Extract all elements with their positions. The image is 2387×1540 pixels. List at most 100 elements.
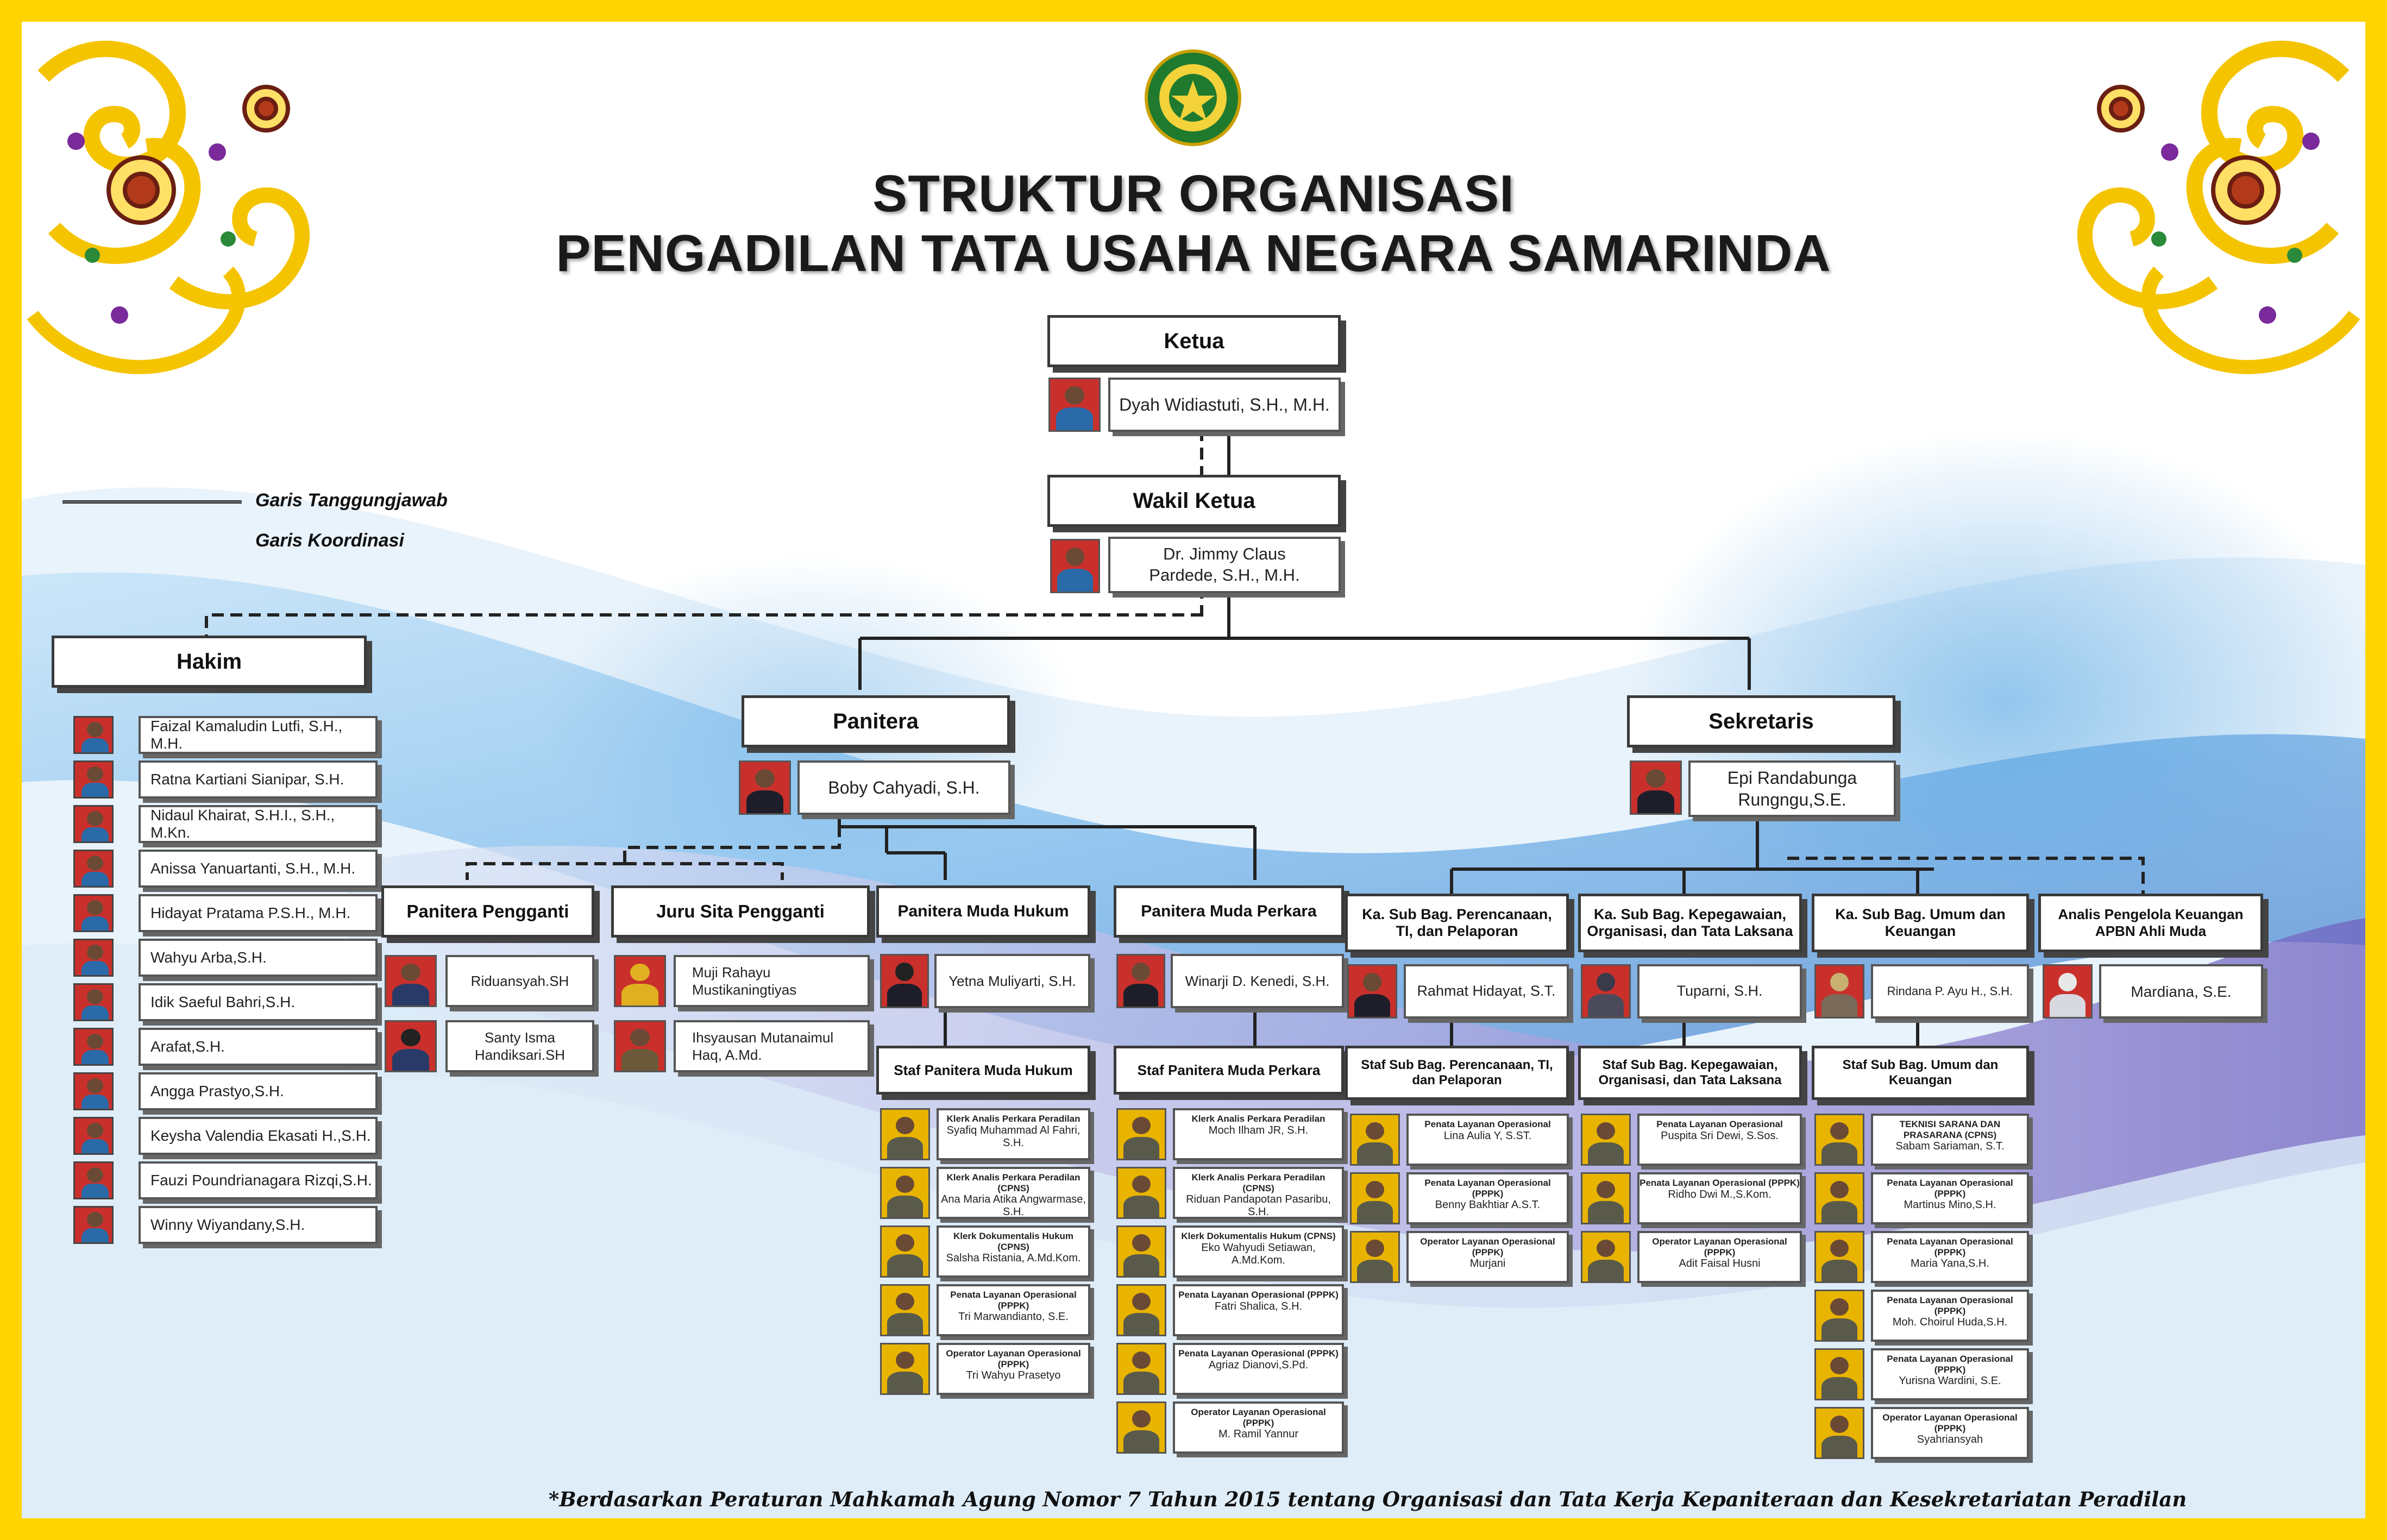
staff-name: Moh. Choirul Huda,S.H. xyxy=(1892,1316,2008,1329)
sekretaris-name-line-2: Rungngu,S.E. xyxy=(1738,790,1846,809)
staff-photo xyxy=(1814,1231,1864,1283)
staff-photo xyxy=(1814,1290,1864,1342)
staff-photo xyxy=(1814,1114,1864,1166)
hakim-photo xyxy=(73,716,114,754)
staff-card: Operator Layanan Operasional (PPPK)M. Ra… xyxy=(1173,1401,1344,1454)
hakim-row: Idik Saeful Bahri,S.H. xyxy=(73,983,388,1021)
hakim-row: Anissa Yanuartanti, S.H., M.H. xyxy=(73,850,388,888)
kasub-kepegawaian-name: Tuparni, S.H. xyxy=(1637,964,1802,1019)
staff-photo xyxy=(1350,1114,1400,1166)
pm-hukum-photo xyxy=(880,954,929,1008)
kasub-kepegawaian-staff-title: Staf Sub Bag. Kepegawaian, Organisasi, d… xyxy=(1578,1046,1802,1100)
pp-name-1-line-1: Riduansyah.SH xyxy=(470,972,569,989)
staff-card: Penata Layanan Operasional (PPPK)Ridho D… xyxy=(1637,1172,1802,1224)
staff-role: Klerk Analis Perkara Peradilan (CPNS) xyxy=(946,1172,1081,1193)
kasub-umum-photo xyxy=(1814,964,1864,1019)
staff-role: Klerk Dokumentalis Hukum (CPNS) xyxy=(1181,1231,1336,1241)
kasub-umum-title: Ka. Sub Bag. Umum dan Keuangan xyxy=(1812,894,2029,952)
pm-hukum-name: Yetna Muliyarti, S.H. xyxy=(934,954,1090,1008)
pm-perkara-name: Winarji D. Kenedi, S.H. xyxy=(1171,954,1344,1008)
pm-perkara-photo xyxy=(1116,954,1165,1008)
staff-card: Penata Layanan Operasional (PPPK)Maria Y… xyxy=(1871,1231,2029,1283)
staff-photo xyxy=(1116,1225,1166,1278)
kasub-kepegawaian-photo xyxy=(1581,964,1631,1019)
wakil-name-line-2: Pardede, S.H., M.H. xyxy=(1149,565,1300,584)
staff-name: Agriaz Dianovi,S.Pd. xyxy=(1208,1359,1309,1371)
staff-role: Operator Layanan Operasional (PPPK) xyxy=(1652,1236,1787,1258)
staff-card: Penata Layanan Operasional (PPPK)Martinu… xyxy=(1871,1172,2029,1224)
kasub-perencanaan-title-line-2: TI, dan Pelaporan xyxy=(1396,923,1518,939)
staff-photo xyxy=(1581,1172,1631,1224)
staff-photo xyxy=(1350,1231,1400,1283)
staff-photo xyxy=(1116,1401,1166,1454)
pp-name-1: Riduansyah.SH xyxy=(445,955,594,1007)
sekretaris-photo xyxy=(1630,760,1682,815)
staff-role: Penata Layanan Operasional (PPPK) xyxy=(1178,1290,1339,1300)
staff-card: Klerk Analis Perkara Peradilan (CPNS)Ana… xyxy=(937,1167,1090,1219)
panitera-photo xyxy=(739,760,791,815)
analis-keuangan-title: Analis Pengelola Keuangan APBN Ahli Muda xyxy=(2038,894,2263,952)
staff-photo xyxy=(1581,1231,1631,1283)
wakil-photo xyxy=(1050,539,1100,593)
kasub-umum-staff-title-line-1: Staf Sub Bag. Umum dan xyxy=(1842,1058,1999,1072)
wakil-title: Wakil Ketua xyxy=(1047,475,1341,527)
sekretaris-name-line-1: Epi Randabunga xyxy=(1727,768,1857,788)
staff-name: Salsha Ristania, A.Md.Kom. xyxy=(946,1252,1081,1265)
staff-photo xyxy=(880,1225,930,1278)
staff-photo xyxy=(1116,1108,1166,1160)
hakim-title: Hakim xyxy=(52,636,367,688)
legend-lines xyxy=(62,500,242,504)
staff-name: Benny Bakhtiar A.S.T. xyxy=(1435,1199,1541,1211)
js-name-1-line-1: Muji Rahayu xyxy=(692,964,771,980)
staff-card: Klerk Dokumentalis Hukum (CPNS)Eko Wahyu… xyxy=(1173,1225,1344,1278)
hakim-row: Nidaul Khairat, S.H.I., S.H., M.Kn. xyxy=(73,805,388,843)
staff-name: Riduan Pandapotan Pasaribu, S.H. xyxy=(1186,1193,1331,1218)
staff-name: Puspita Sri Dewi, S.Sos. xyxy=(1661,1129,1779,1142)
staff-photo xyxy=(1350,1172,1400,1224)
staff-role: Klerk Analis Perkara Peradilan xyxy=(946,1114,1081,1124)
staff-name: Eko Wahyudi Setiawan, A.Md.Kom. xyxy=(1201,1241,1316,1266)
hakim-photo xyxy=(73,760,114,799)
hakim-row: Hidayat Pratama P.S.H., M.H. xyxy=(73,894,388,932)
staff-card: Klerk Analis Perkara Peradilan (CPNS)Rid… xyxy=(1173,1167,1344,1219)
kasub-umum-title-line-1: Ka. Sub Bag. Umum dan xyxy=(1835,906,2006,922)
hakim-name: Keysha Valendia Ekasati H.,S.H. xyxy=(139,1117,378,1155)
staff-name: Ridho Dwi M.,S.Kom. xyxy=(1668,1188,1772,1200)
hakim-name: Hidayat Pratama P.S.H., M.H. xyxy=(139,894,378,932)
staff-role: Klerk Analis Perkara Peradilan xyxy=(1191,1114,1326,1124)
staff-card: Penata Layanan Operasional (PPPK)Moh. Ch… xyxy=(1871,1290,2029,1342)
hakim-row: Keysha Valendia Ekasati H.,S.H. xyxy=(73,1117,388,1155)
staff-role: Penata Layanan Operasional xyxy=(1656,1119,1783,1129)
pm-hukum-title: Panitera Muda Hukum xyxy=(876,885,1090,938)
staff-role: Operator Layanan Operasional (PPPK) xyxy=(1420,1236,1555,1258)
staff-role: Klerk Analis Perkara Peradilan (CPNS) xyxy=(1191,1172,1326,1193)
legend-solid-label: Garis Tanggungjawab xyxy=(255,490,448,511)
pp-photo-2 xyxy=(385,1020,437,1072)
ketua-title: Ketua xyxy=(1047,315,1341,367)
kasub-perencanaan-staff-title: Staf Sub Bag. Perencanaan, TI, dan Pelap… xyxy=(1345,1046,1569,1100)
hakim-photo xyxy=(73,939,114,977)
hakim-row: Arafat,S.H. xyxy=(73,1028,388,1066)
sekretaris-name: Epi Randabunga Rungngu,S.E. xyxy=(1688,760,1896,817)
ketua-name: Dyah Widiastuti, S.H., M.H. xyxy=(1108,378,1341,432)
staff-card: Penata Layanan Operasional (PPPK)Fatri S… xyxy=(1173,1284,1344,1336)
staff-name: Sabam Sariaman, S.T. xyxy=(1895,1140,2005,1153)
hakim-photo xyxy=(73,983,114,1021)
hakim-row: Wahyu Arba,S.H. xyxy=(73,939,388,977)
staff-card: Penata Layanan Operasional (PPPK)Tri Mar… xyxy=(937,1284,1090,1336)
staff-name: Lina Aulia Y, S.ST. xyxy=(1443,1129,1532,1142)
staff-name: Moch Ilham JR, S.H. xyxy=(1208,1124,1309,1136)
hakim-row: Angga Prastyo,S.H. xyxy=(73,1072,388,1110)
staff-role: Operator Layanan Operasional (PPPK) xyxy=(1191,1407,1326,1428)
hakim-name: Winny Wiyandany,S.H. xyxy=(139,1206,378,1244)
hakim-photo xyxy=(73,1161,114,1199)
staff-photo xyxy=(880,1108,930,1160)
hakim-photo xyxy=(73,1206,114,1244)
kasub-umum-staff-title-line-2: Keuangan xyxy=(1888,1073,1952,1088)
staff-role: Klerk Dokumentalis Hukum (CPNS) xyxy=(953,1231,1074,1252)
pm-perkara-title: Panitera Muda Perkara xyxy=(1114,885,1344,938)
staff-card: Penata Layanan Operasional (PPPK)Agriaz … xyxy=(1173,1343,1344,1395)
staff-name: M. Ramil Yannur xyxy=(1218,1428,1299,1441)
